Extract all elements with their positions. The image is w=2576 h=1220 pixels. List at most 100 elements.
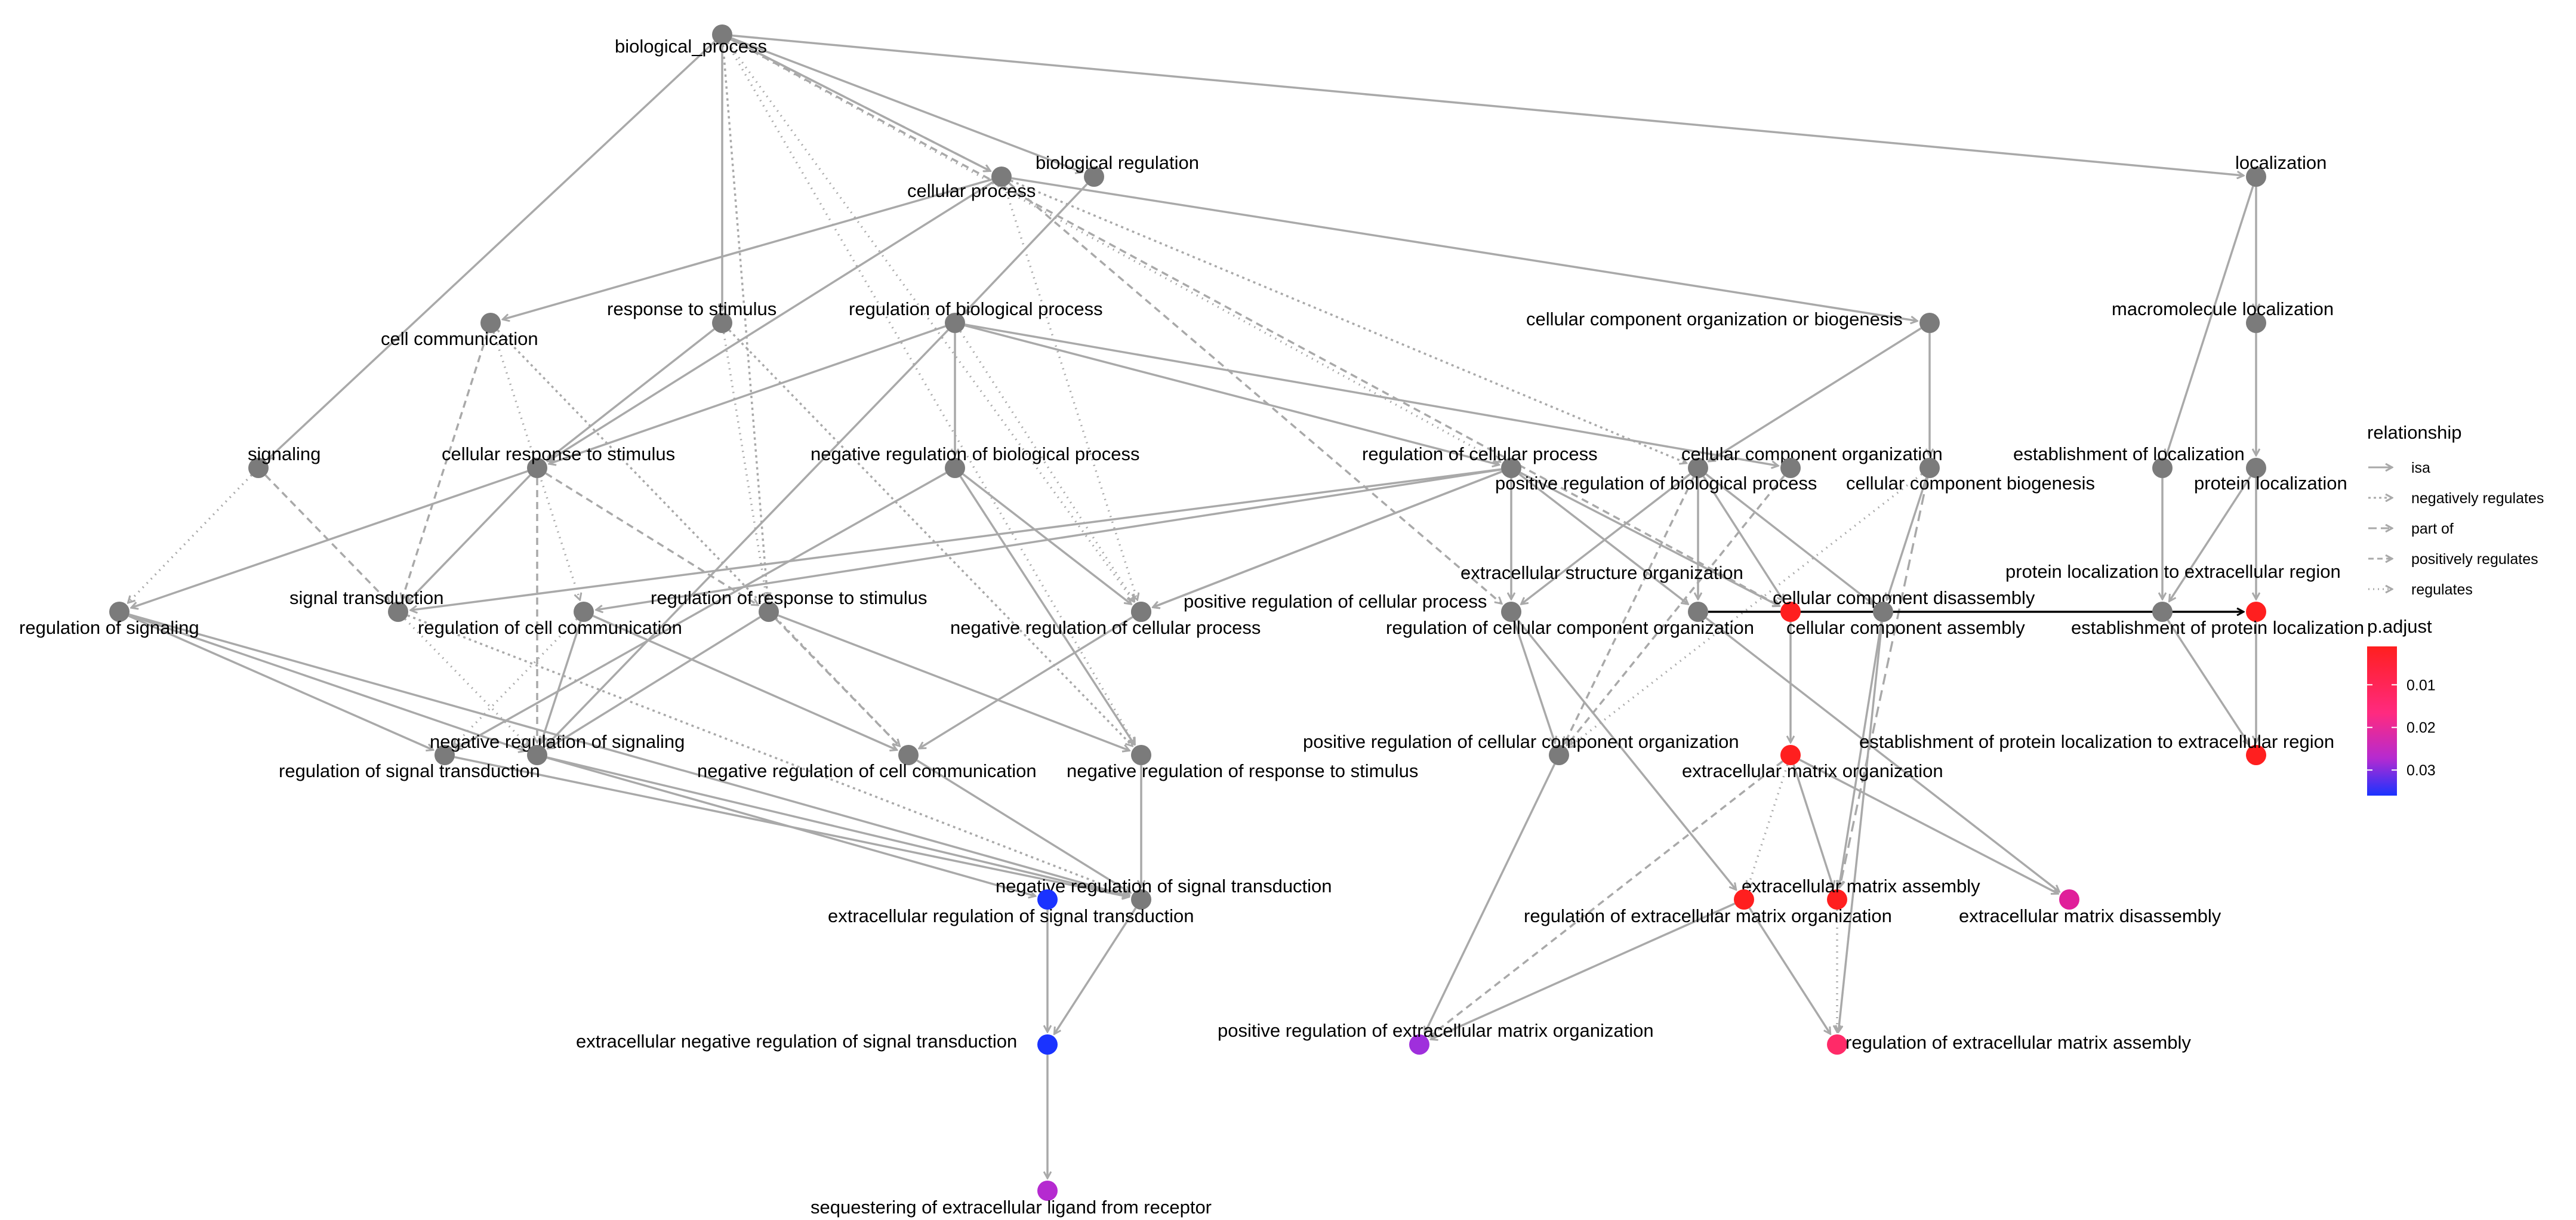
node-circle	[1501, 602, 1521, 622]
node-circle	[109, 602, 130, 622]
edge-st-nrst	[407, 614, 1130, 895]
node-circle	[2152, 602, 2173, 622]
node-rsig: regulation of signaling	[19, 602, 199, 638]
edge-remo-rema	[1748, 907, 1831, 1034]
edge-cco-prcco	[1564, 476, 1695, 744]
node-label: establishment of protein localization to…	[1859, 731, 2334, 752]
node-circle	[1409, 1034, 1429, 1055]
edge-cco-eso	[1702, 476, 1783, 601]
node-rbp: regulation of biological process	[849, 298, 1103, 333]
edge-crs-rsig	[131, 470, 528, 608]
edge-cca-ema	[1839, 621, 1883, 888]
node-circle	[388, 602, 408, 622]
padjust-tick-label: 0.01	[2406, 677, 2436, 694]
edge-rsig-nrsig	[128, 615, 433, 750]
node-circle	[1037, 1034, 1058, 1055]
edge-cp-rcco	[1008, 182, 1502, 603]
edge-bp-nrcp	[727, 42, 1134, 602]
node-st: signal transduction	[289, 587, 444, 622]
node-mloc: macromolecule localization	[2112, 298, 2334, 333]
node-rcco: regulation of cellular component organiz…	[1386, 602, 1754, 638]
node-epler: establishment of protein localization to…	[1859, 731, 2334, 765]
node-circle	[1780, 602, 1801, 622]
node-circle	[1688, 458, 1708, 478]
edge-ccob-cco	[1709, 327, 1922, 461]
legend-item-regulates: regulates	[2368, 581, 2473, 598]
edge-cp-nrcp	[1003, 186, 1137, 600]
node-circle	[2246, 745, 2266, 765]
node-circle	[1688, 602, 1708, 622]
edge-cp-ccob	[1011, 177, 1918, 321]
edge-bp-nrrs	[726, 42, 1135, 744]
node-erst: extracellular regulation of signal trans…	[828, 889, 1194, 926]
node-label: response to stimulus	[607, 298, 777, 319]
edge-rbp-crs	[549, 325, 946, 464]
node-circle	[2246, 313, 2266, 333]
edge-rrs-nrcc	[775, 618, 899, 746]
node-circle	[1549, 745, 1569, 765]
edge-st-rst	[404, 618, 529, 746]
node-selr: sequestering of extracellular ligand fro…	[811, 1181, 1212, 1218]
node-label: regulation of cellular component organiz…	[1386, 617, 1754, 638]
edge-bp-breg	[731, 37, 1083, 172]
edge-rst-nrst	[547, 756, 1129, 896]
edge-ccd-emd	[1705, 617, 2059, 892]
node-cca: cellular component assembly	[1786, 602, 2025, 638]
node-label: negative regulation of signaling	[430, 731, 685, 752]
edge-rrs-rst	[548, 616, 761, 748]
edge-rcp-eso	[1520, 472, 1779, 606]
node-circle	[2152, 458, 2173, 478]
node-cp: cellular process	[907, 167, 1036, 201]
edge-loc-eloc	[2166, 186, 2254, 456]
node-label: signaling	[248, 443, 321, 464]
node-label: protein localization	[2194, 473, 2347, 494]
node-circle	[1037, 889, 1058, 910]
node-label: positive regulation of cellular componen…	[1303, 731, 1739, 752]
node-label: cellular component organization	[1681, 443, 1943, 464]
edge-sig-st	[264, 474, 390, 603]
edge-cca-rema	[1838, 621, 1883, 1032]
edge-ccom-st	[402, 332, 489, 600]
node-circle	[1780, 745, 1801, 765]
legend-item-label: regulates	[2411, 581, 2473, 598]
edge-rcp-ccd	[1518, 473, 1688, 604]
node-remo: regulation of extracellular matrix organ…	[1524, 889, 1892, 926]
node-circle	[1873, 602, 1893, 622]
edge-ccom-nrcc	[497, 329, 900, 746]
node-circle	[1827, 1034, 1847, 1055]
node-label: cell communication	[381, 328, 538, 349]
legend-item-label: negatively regulates	[2411, 490, 2544, 507]
node-label: signal transduction	[289, 587, 444, 608]
node-circle	[1131, 889, 1151, 910]
node-label: localization	[2235, 152, 2327, 173]
edge-rcc-nrsig	[454, 618, 578, 746]
edge-rts-nrrs	[728, 329, 1133, 746]
node-label: extracellular matrix disassembly	[1959, 905, 2221, 926]
node-label: regulation of extracellular matrix assem…	[1845, 1032, 2191, 1053]
node-nrcc: negative regulation of cell communicatio…	[697, 745, 1037, 781]
node-label: cellular process	[907, 180, 1036, 201]
node-label: negative regulation of response to stimu…	[1067, 760, 1418, 781]
node-ccb: cellular component biogenesis	[1846, 458, 2095, 494]
node-ccom: cell communication	[381, 313, 538, 349]
relationship-legend-title: relationship	[2367, 422, 2462, 443]
node-bp: biological_process	[615, 24, 767, 57]
node-emo: extracellular matrix organization	[1682, 745, 1943, 781]
node-label: cellular component assembly	[1786, 617, 2025, 638]
node-ccd: cellular component disassembly	[1688, 587, 2035, 622]
node-label: regulation of signal transduction	[279, 760, 540, 781]
legend-item-label: isa	[2411, 460, 2430, 476]
node-cco: cellular component organization	[1681, 443, 1943, 478]
edge-cp-cco	[1010, 179, 1687, 463]
node-circle	[1734, 889, 1754, 910]
edge-rcco-prcco	[1513, 621, 1555, 743]
node-breg: biological regulation	[1036, 152, 1199, 187]
edge-prbp-prcco	[1567, 475, 1785, 745]
node-label: positive regulation of biological proces…	[1495, 473, 1817, 494]
node-rts: response to stimulus	[607, 298, 777, 333]
padjust-tick: 0.03	[2367, 762, 2436, 779]
padjust-color-bar	[2367, 646, 2397, 796]
